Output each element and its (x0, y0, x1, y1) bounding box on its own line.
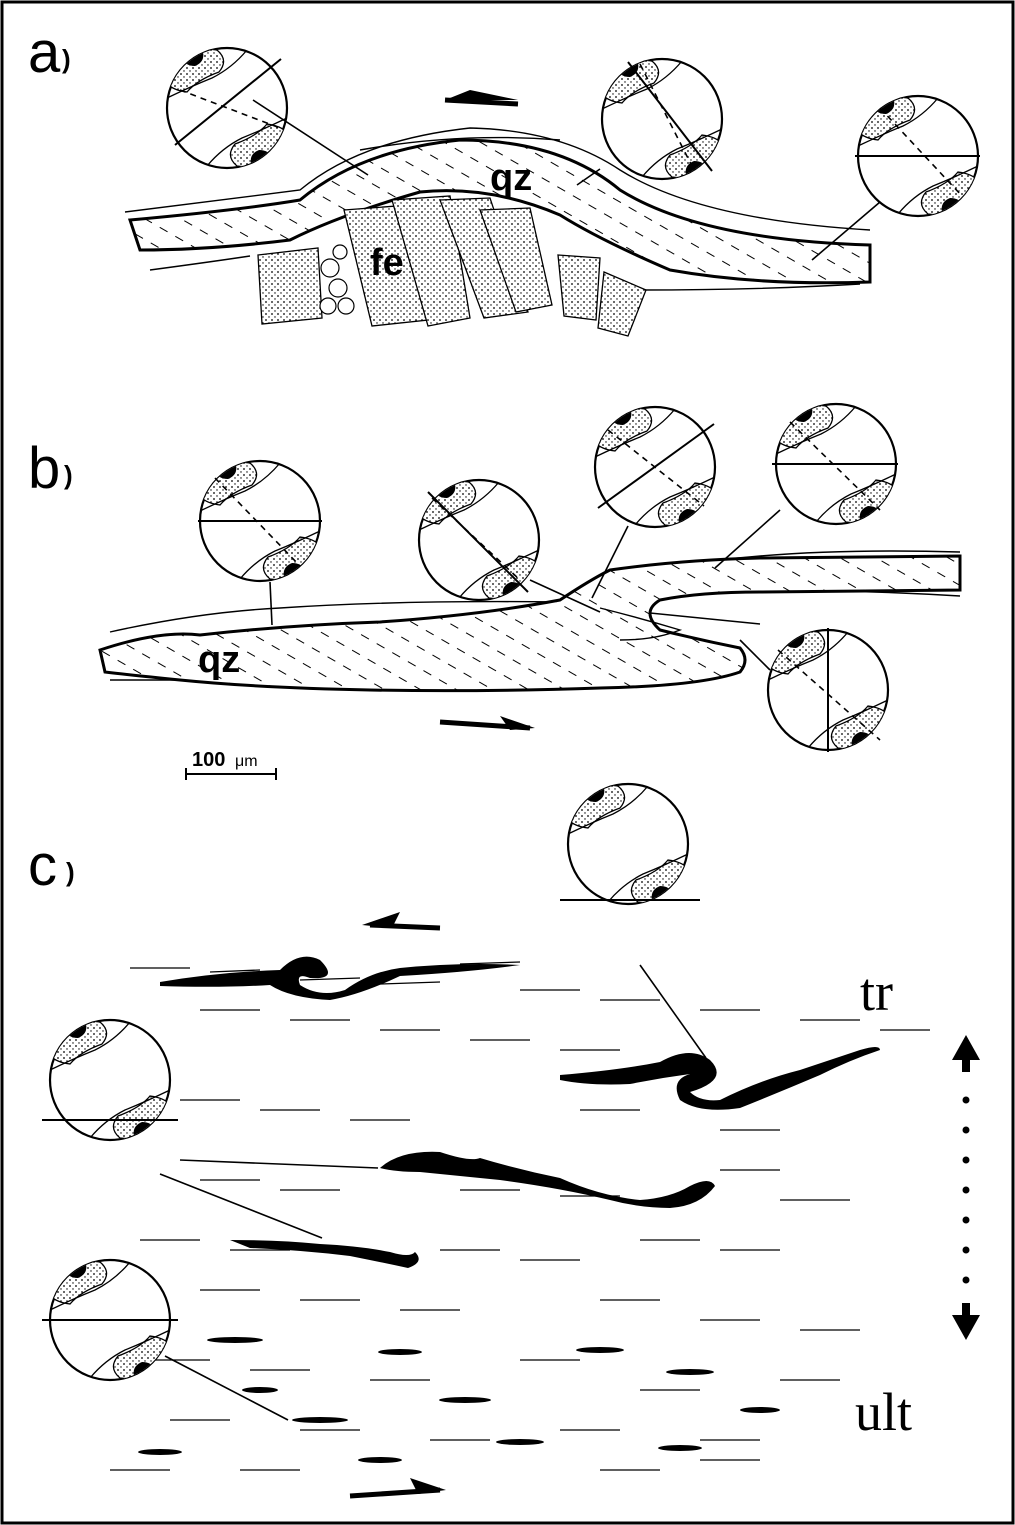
scale-bar-unit: μm (235, 753, 258, 770)
panel-c-paren: ) (66, 857, 75, 887)
foliation-traces (110, 962, 930, 1470)
scale-bar: 100 μm (186, 749, 276, 780)
gradient-top-label: tr (860, 962, 893, 1022)
panel-c-label: c (28, 833, 57, 898)
panel-b-label: b (28, 436, 60, 501)
panel-c: c ) (28, 784, 980, 1496)
pole-figure-a1 (167, 48, 287, 168)
gradient-dots (963, 1097, 970, 1284)
shear-arrow-shaft (445, 100, 518, 104)
folded-ribbon-4 (230, 1240, 419, 1268)
pole-figure-b2 (419, 480, 539, 600)
pole-figure-c1 (568, 784, 688, 904)
arrow-up-icon (952, 1035, 980, 1072)
scale-bar-value: 100 (192, 749, 225, 771)
folded-ribbon-3 (380, 1152, 715, 1208)
panel-a-label: a (28, 20, 61, 85)
panel-b: b ) qz (28, 404, 960, 780)
mineral-label-qz-b: qz (198, 639, 240, 681)
pole-figure-c2 (50, 1020, 170, 1140)
lenses (138, 1337, 780, 1463)
folded-ribbon-2 (560, 1047, 880, 1110)
gradient-bottom-label: ult (855, 1382, 912, 1442)
panel-b-paren: ) (64, 460, 73, 490)
mineral-label-qz-a: qz (490, 157, 532, 199)
mineral-label-fe: fe (370, 242, 404, 284)
panel-a: a ) qz fe (28, 20, 980, 336)
arrow-down-icon (952, 1303, 980, 1340)
panel-a-paren: ) (62, 44, 71, 74)
